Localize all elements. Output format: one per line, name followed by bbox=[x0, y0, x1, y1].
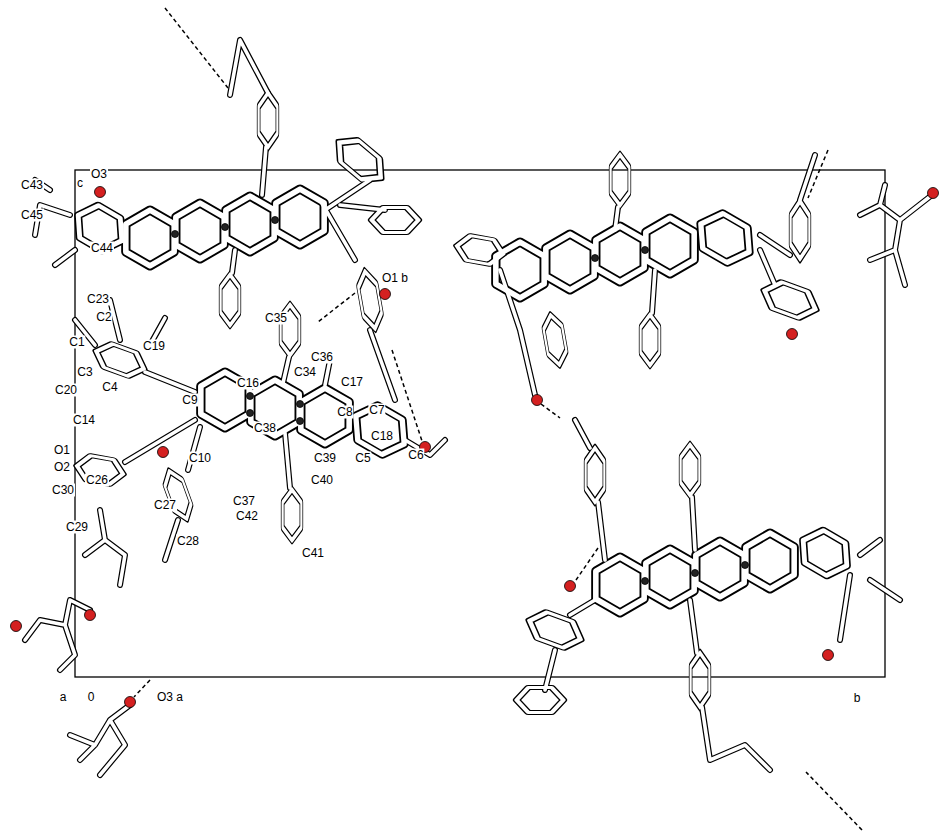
atom-label: C45 bbox=[20, 209, 44, 222]
atom-label: C10 bbox=[188, 452, 212, 465]
atom-label: b bbox=[853, 692, 862, 705]
atom-label: c bbox=[76, 177, 84, 190]
atom-label: C43 bbox=[20, 179, 44, 192]
atom-label: C39 bbox=[313, 452, 337, 465]
atom-label: C6 bbox=[407, 449, 424, 462]
atom-label: O2 bbox=[53, 461, 71, 474]
atom-label: C40 bbox=[310, 474, 334, 487]
atom-label: C23 bbox=[86, 293, 110, 306]
atom-label: C14 bbox=[72, 414, 96, 427]
atom-label: C36 bbox=[310, 351, 334, 364]
atom-label: C28 bbox=[176, 535, 200, 548]
atom-label: C17 bbox=[340, 376, 364, 389]
atom-label: C5 bbox=[354, 452, 371, 465]
atom-label: C19 bbox=[142, 340, 166, 353]
atom-label: C7 bbox=[368, 404, 385, 417]
atom-label: C20 bbox=[54, 384, 78, 397]
atom-label: C3 bbox=[76, 366, 93, 379]
atom-label: C37 bbox=[232, 495, 256, 508]
atom-label: C4 bbox=[101, 381, 118, 394]
atom-label: a bbox=[59, 691, 68, 704]
atom-label: C26 bbox=[85, 474, 109, 487]
atom-label: C27 bbox=[153, 499, 177, 512]
atom-label: O3 bbox=[90, 168, 108, 181]
atom-label: O1 b bbox=[381, 272, 409, 285]
atom-label: 0 bbox=[87, 691, 96, 704]
atom-label: C18 bbox=[370, 430, 394, 443]
atom-label: C29 bbox=[65, 521, 89, 534]
atom-label: C41 bbox=[301, 547, 325, 560]
atom-label: O3 a bbox=[156, 691, 184, 704]
atom-label: C42 bbox=[235, 510, 259, 523]
atom-label: C16 bbox=[236, 377, 260, 390]
atom-label: C8 bbox=[336, 406, 353, 419]
atom-label: O1 bbox=[53, 444, 71, 457]
atom-label: C1 bbox=[68, 336, 85, 349]
atom-label: C30 bbox=[51, 484, 75, 497]
atom-label: C38 bbox=[253, 422, 277, 435]
atom-label: C2 bbox=[95, 311, 112, 324]
atom-label: C9 bbox=[181, 394, 198, 407]
atom-label: C35 bbox=[264, 312, 288, 325]
atom-label: C34 bbox=[293, 366, 317, 379]
atom-label: C44 bbox=[90, 242, 114, 255]
